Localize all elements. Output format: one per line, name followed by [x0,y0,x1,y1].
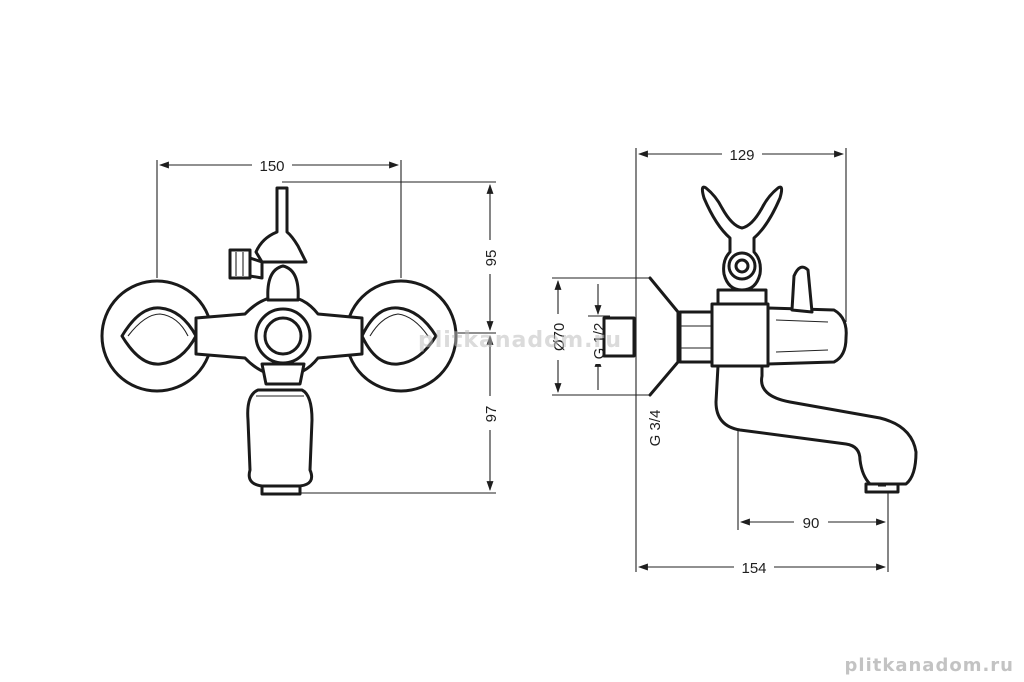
dim-height-upper-label: 95 [483,250,500,267]
dim-height-lower-label: 97 [483,406,500,423]
spout-neck [260,362,306,386]
diverter-pin [254,186,308,264]
front-view: 150 95 97 [100,155,500,496]
dim-150: 150 [159,155,399,175]
dim-width-top-label: 129 [729,147,754,164]
inlet-pipe [602,316,636,358]
side-body [710,302,770,368]
side-lever [790,265,814,314]
holder-base [716,288,768,306]
side-handle [766,306,848,366]
right-handle-rosette [344,279,458,393]
thread-outlet-label: G 3/4 [647,410,664,447]
watermark-center: plitkanadom.ru [418,328,622,353]
dim-95: 95 [480,184,500,331]
hose-outlet [228,248,252,280]
dim-90: 90 [740,512,886,532]
dim-thread-outlet: G 3/4 [647,410,664,447]
wall-rosette-cone [648,276,680,397]
side-spout [714,364,918,486]
dim-154: 154 [638,557,886,577]
hex-nut [678,310,714,364]
dim-97: 97 [480,335,500,491]
dim-spout-reach-label: 90 [803,515,820,532]
aerator [260,484,302,496]
dim-width-label: 150 [259,158,284,175]
spout [246,388,314,488]
watermark-corner: plitkanadom.ru [844,655,1014,676]
dim-129: 129 [638,144,844,164]
side-aerator [864,482,900,494]
diverter-knob [266,264,300,302]
side-view: 129 90 154 Ø70 G 1/2 [548,144,918,577]
dim-total-depth-label: 154 [741,560,766,577]
dim-diameter-label: Ø70 [551,323,568,351]
dim-diameter-70: Ø70 [548,280,568,393]
shower-holder [700,185,784,292]
